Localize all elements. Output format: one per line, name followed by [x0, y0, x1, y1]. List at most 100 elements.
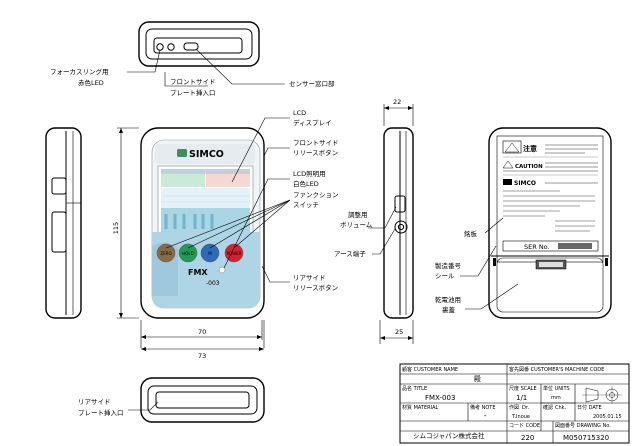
leader-earth [372, 228, 396, 255]
label-front-slide-1: フロントサイド [170, 78, 216, 86]
label-center-window: センサー窓口部 [289, 79, 335, 88]
tb-drawing-label: 図面番号 DRAWING No. [555, 422, 611, 429]
focus-led-right [167, 43, 175, 51]
tb-date-value: 2005.01.15 [593, 414, 622, 420]
label-earth: アース端子 [334, 249, 366, 258]
leader-serial [460, 245, 497, 277]
label-function-1: ファンクション [293, 191, 339, 199]
label-rear-release-1: リアサイド [293, 274, 326, 282]
leader-focus-led [127, 49, 161, 73]
tb-title-label: 品名 TITLE [402, 385, 427, 392]
sensor-window [183, 42, 199, 51]
bottom-outline [140, 377, 265, 423]
label-lcd-light-2: 白色LED [293, 179, 319, 188]
leader-rear-release [261, 265, 290, 283]
label-battery-1: 乾電池用 [435, 295, 461, 304]
brand-name: SIMCO [189, 149, 224, 160]
dim-25: 25 [395, 328, 403, 336]
tb-customer-value: 殿 [474, 375, 481, 383]
model-suffix: -003 [206, 280, 220, 287]
label-volume-2: ボリューム [340, 221, 373, 229]
left-side-view [45, 127, 82, 319]
tb-note-value: - [484, 412, 487, 420]
back-logo-icon [503, 179, 512, 185]
tb-drawn-label: 作図 [509, 404, 519, 411]
tb-company: シムコジャパン株式会社 [413, 431, 485, 440]
tb-checked-label: 確認 [543, 404, 553, 411]
label-rear-slide-2: プレート挿入口 [78, 408, 124, 417]
back-outline [488, 127, 612, 319]
battery-cover [496, 257, 604, 313]
label-rear-slide-1: リアサイド [78, 398, 111, 406]
caution-icon [504, 142, 520, 153]
lcd-display [157, 165, 254, 239]
leader-lcd-light [223, 178, 290, 269]
front-view: SIMCO ZERO HOLD [140, 127, 265, 319]
side-dimensions: 22 25 [379, 98, 414, 344]
dim-70: 70 [198, 328, 206, 336]
tb-material-label: 材質 MATERIAL [402, 404, 439, 411]
tb-drawing-value: M050715320 [563, 434, 609, 442]
earth-terminal-outer [394, 220, 408, 234]
serial-text: SER No. [524, 243, 550, 251]
tb-date-label: 日付 DATE [577, 404, 602, 411]
title-block-frame [399, 363, 630, 444]
label-battery-2: 裏蓋 [442, 305, 456, 314]
brand-logo-icon [177, 149, 187, 157]
label-serial-2: シール [435, 272, 455, 280]
tb-checked-value: Chk. [555, 405, 567, 411]
right-side-view [383, 127, 414, 319]
model-name: FMX [188, 268, 208, 277]
leader-lcd [231, 117, 290, 183]
top-view-slot [153, 37, 243, 54]
volume-knob [394, 195, 406, 213]
label-nameplate: 銘板 [464, 229, 478, 238]
caution-en: CAUTION [515, 164, 543, 170]
caution-icon-en [502, 160, 514, 169]
tb-customer-label: 顧客 CUSTOMER NAME [402, 366, 458, 373]
hold-button[interactable] [178, 243, 198, 263]
top-view-outline [138, 21, 260, 67]
label-front-slide-2: プレート挿入口 [170, 88, 216, 97]
label-focus-led-1: フォーカスリング用 [50, 67, 109, 76]
bottom-view [140, 377, 265, 423]
label-lcd-light-1: LCD照明用 [293, 170, 326, 178]
tb-scale-label: 尺度 SCALE [509, 385, 537, 392]
label-volume-1: 調整用 [348, 210, 368, 219]
leader-battery [465, 283, 519, 310]
projection-symbol-icon [582, 386, 622, 404]
tb-code-label: コード CODE [509, 423, 540, 429]
label-lcd-2: ディスプレイ [293, 118, 332, 127]
serial-label [502, 240, 599, 252]
left-side-outline [45, 127, 82, 319]
top-view-inner [145, 28, 253, 60]
label-serial-1: 製造番号 [435, 261, 462, 270]
focus-led-left [156, 43, 164, 51]
leader-front-slide [164, 72, 208, 87]
earth-terminal-inner [397, 223, 405, 231]
label-front-release-2: リリースボタン [293, 148, 338, 157]
label-rear-release-2: リリースボタン [293, 283, 338, 292]
leader-nameplate [484, 217, 504, 234]
leader-rear-slide [128, 401, 159, 411]
bottom-slot [155, 391, 250, 409]
function-buttons: ZERO HOLD M POWER [156, 243, 244, 263]
tb-title-value: FMX-003 [425, 394, 455, 402]
title-block: 顧客 CUSTOMER NAME 殿 客先図番 CUSTOMER'S MACHI… [399, 363, 630, 444]
label-focus-led-2: 赤色LED [78, 78, 104, 87]
dim-22: 22 [393, 98, 401, 106]
top-view [138, 21, 260, 67]
dim-73: 73 [198, 352, 206, 360]
leader-center-window [195, 48, 285, 85]
tb-machine-label: 客先図番 CUSTOMER'S MACHINE CODE [509, 366, 604, 373]
zero-button[interactable] [156, 243, 176, 263]
back-brand: SIMCO [514, 180, 536, 187]
tb-scale-value: 1/1 [516, 394, 527, 402]
tb-note-label: 備考 NOTE [470, 404, 495, 411]
tb-code-value: 220 [521, 434, 534, 442]
leader-volume [368, 206, 397, 229]
label-lcd-1: LCD [293, 109, 306, 117]
leader-front-release [263, 147, 290, 157]
m-button[interactable] [200, 243, 220, 263]
